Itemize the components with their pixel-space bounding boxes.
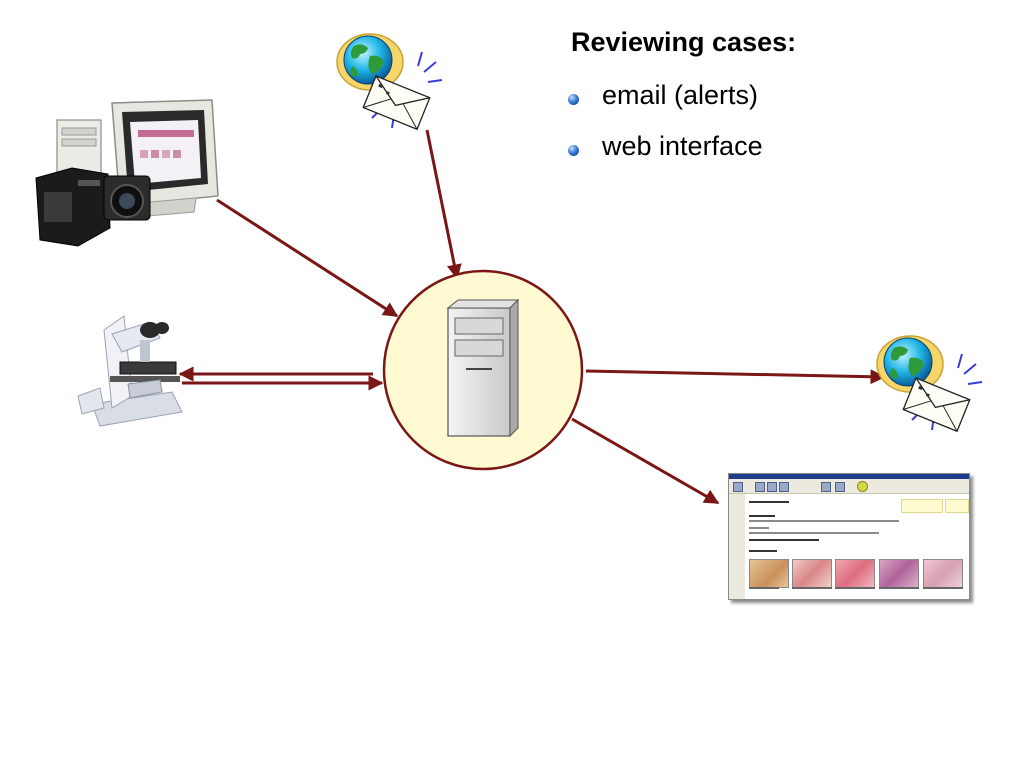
arrow-server-to-email <box>585 369 886 385</box>
camera-computer-icon <box>35 99 219 247</box>
globe-email-icon <box>336 33 443 131</box>
globe-email-icon <box>876 335 983 433</box>
microscope-icon <box>77 315 183 427</box>
thumbnail-sidebar <box>729 494 745 599</box>
thumbnail-image <box>835 559 875 588</box>
bullet-text: web interface <box>602 131 763 161</box>
thumbnail-text <box>749 520 899 522</box>
thumbnail-text <box>749 587 779 589</box>
thumbnail-text <box>749 527 769 529</box>
thumbnail-text <box>749 539 819 541</box>
thumbnail-title-bar <box>729 474 969 479</box>
thumbnail-toolbar <box>729 479 969 494</box>
arrow-email-to-server <box>425 129 462 280</box>
thumbnail-text <box>749 515 775 517</box>
thumbnail-image <box>749 559 789 588</box>
thumbnail-image <box>879 559 919 588</box>
thumbnail-image <box>923 559 963 588</box>
bullet-icon <box>568 94 579 105</box>
doc-icon <box>821 482 831 492</box>
thumbnail-image <box>792 559 832 588</box>
doc-icon <box>835 482 845 492</box>
thumbnail-text <box>749 550 777 552</box>
doc-icon <box>767 482 777 492</box>
web-screenshot-thumbnail <box>728 473 970 600</box>
help-icon <box>857 481 868 492</box>
server-tower-icon <box>446 298 520 438</box>
thumbnail-text <box>749 501 789 503</box>
thumbnail-text <box>749 532 879 534</box>
connections <box>178 129 886 505</box>
home-icon <box>733 482 743 492</box>
thumbnail-sender-box <box>945 499 969 513</box>
thumbnail-text <box>792 587 832 589</box>
arrow-camera-to-server <box>216 198 399 318</box>
bullet-email-alerts: email (alerts) <box>568 80 763 131</box>
heading: Reviewing cases: <box>571 27 797 57</box>
doc-icon <box>755 482 765 492</box>
bullet-list: email (alerts) web interface <box>568 80 763 182</box>
thumbnail-text <box>835 587 875 589</box>
thumbnail-text <box>923 587 963 589</box>
arrow-server-to-web <box>571 417 720 505</box>
bullet-web-interface: web interface <box>568 131 763 182</box>
doc-icon <box>779 482 789 492</box>
thumbnail-type-box <box>901 499 943 513</box>
bullet-text: email (alerts) <box>602 80 759 110</box>
bullet-icon <box>568 145 579 156</box>
thumbnail-text <box>879 587 919 589</box>
server-node <box>382 269 584 471</box>
